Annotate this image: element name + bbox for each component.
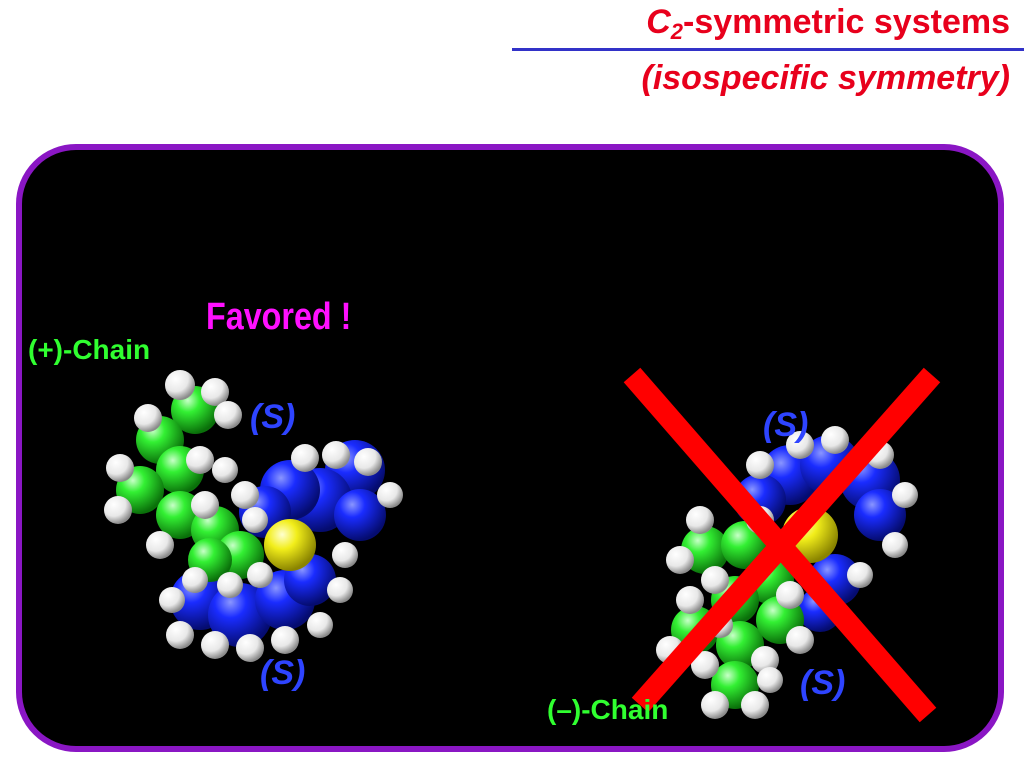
hydrogen-atom — [821, 426, 849, 454]
minus-chain-label: (–)-Chain — [547, 694, 669, 725]
hydrogen-atom — [106, 454, 134, 482]
hydrogen-atom — [882, 532, 908, 558]
hydrogen-atom — [332, 542, 358, 568]
hydrogen-atom — [676, 586, 704, 614]
hydrogen-atom — [134, 404, 162, 432]
hydrogen-atom — [212, 457, 238, 483]
nitrogen-atom — [854, 489, 906, 541]
hydrogen-atom — [182, 567, 208, 593]
hydrogen-atom — [186, 446, 214, 474]
title-line-1: C2-symmetric systems — [642, 2, 1010, 52]
hydrogen-atom — [757, 667, 783, 693]
hydrogen-atom — [354, 448, 382, 476]
metal-atom — [264, 519, 316, 571]
hydrogen-atom — [231, 481, 259, 509]
plus-chain-label: (+)-Chain — [28, 334, 151, 365]
hydrogen-atom — [247, 562, 273, 588]
stereo-label-left-bottom: (S) — [260, 654, 306, 692]
hydrogen-atom — [291, 444, 319, 472]
title-line-2: (isospecific symmetry) — [641, 59, 1011, 97]
hydrogen-atom — [159, 587, 185, 613]
hydrogen-atom — [201, 631, 229, 659]
hydrogen-atom — [892, 482, 918, 508]
hydrogen-atom — [307, 612, 333, 638]
stereo-label-left-top: (S) — [250, 398, 296, 436]
hydrogen-atom — [377, 482, 403, 508]
hydrogen-atom — [146, 531, 174, 559]
hydrogen-atom — [242, 507, 268, 533]
hydrogen-atom — [701, 566, 729, 594]
hydrogen-atom — [786, 626, 814, 654]
disfavored-cross-icon — [623, 367, 941, 723]
title-underline — [512, 48, 1024, 51]
hydrogen-atom — [191, 491, 219, 519]
hydrogen-atom — [214, 401, 242, 429]
hydrogen-atom — [322, 441, 350, 469]
hydrogen-atom — [847, 562, 873, 588]
slide-title: C2-symmetric systems (isospecific symmet… — [642, 2, 1011, 98]
nitrogen-atom — [334, 489, 386, 541]
hydrogen-atom — [165, 370, 195, 400]
hydrogen-atom — [201, 378, 229, 406]
hydrogen-atom — [217, 572, 243, 598]
stereo-label-right-top: (S) — [763, 406, 809, 444]
hydrogen-atom — [327, 577, 353, 603]
hydrogen-atom — [741, 691, 769, 719]
hydrogen-atom — [666, 546, 694, 574]
title-line-1-text: -symmetric systems — [683, 3, 1010, 41]
hydrogen-atom — [166, 621, 194, 649]
hydrogen-atom — [236, 634, 264, 662]
hydrogen-atom — [691, 651, 719, 679]
stereo-label-right-bottom: (S) — [800, 664, 846, 702]
hydrogen-atom — [786, 431, 814, 459]
hydrogen-atom — [271, 626, 299, 654]
title-c-letter: C — [646, 3, 671, 41]
favored-label: Favored ! — [206, 296, 352, 338]
hydrogen-atom — [701, 691, 729, 719]
hydrogen-atom — [686, 506, 714, 534]
hydrogen-atom — [746, 451, 774, 479]
hydrogen-atom — [776, 581, 804, 609]
title-subscript: 2 — [670, 19, 684, 44]
hydrogen-atom — [104, 496, 132, 524]
hydrogen-atom — [751, 646, 779, 674]
left-molecule — [104, 370, 403, 662]
